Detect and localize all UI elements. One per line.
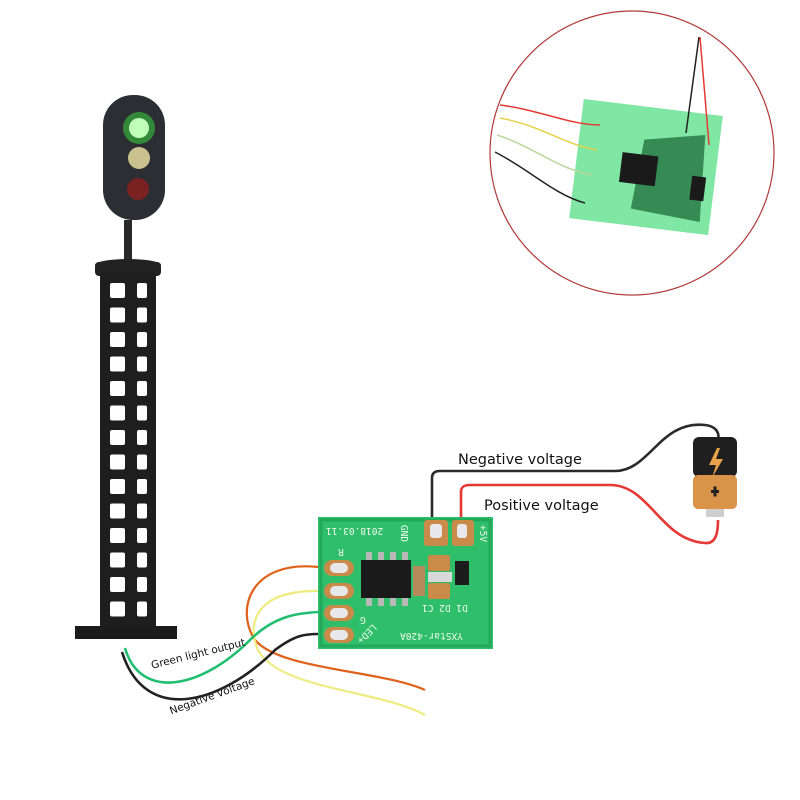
ic-chip [361, 560, 411, 598]
diode [455, 561, 469, 585]
negative-voltage-label: Negative voltage [458, 452, 582, 468]
signal-mast [100, 272, 156, 632]
positive-wire [459, 483, 720, 545]
black-wire-bottom [120, 632, 319, 701]
capacitor [413, 566, 425, 596]
red-lamp [127, 178, 149, 200]
green-wire [123, 610, 319, 684]
yellow-lamp [128, 147, 150, 169]
signal-base [75, 626, 177, 639]
green-lamp [129, 118, 149, 138]
positive-voltage-label: Positive voltage [484, 498, 599, 514]
yellow-wire [252, 589, 426, 716]
negative-wire [430, 423, 720, 518]
